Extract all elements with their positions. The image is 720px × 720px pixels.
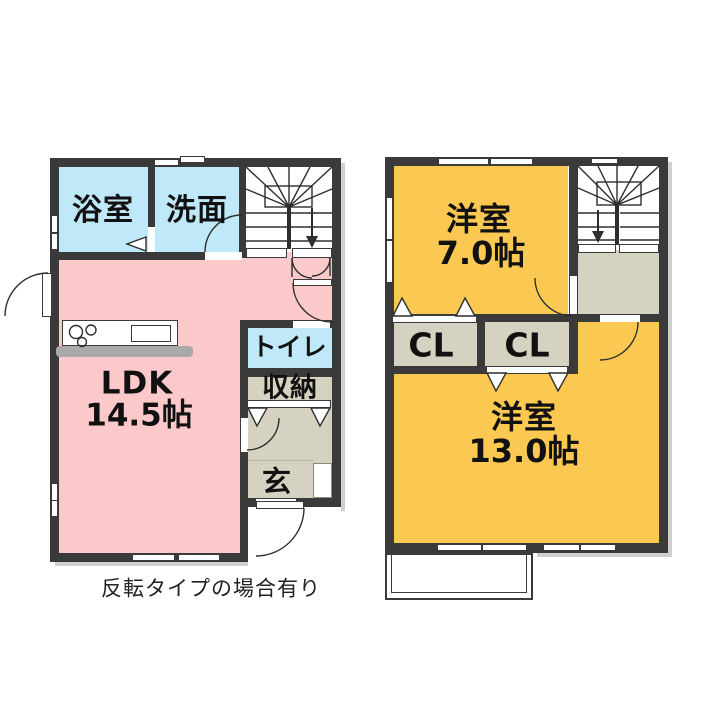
floor1-wall-right	[332, 158, 341, 507]
room7-size-label: 7.0帖	[436, 234, 526, 272]
closet-1	[394, 322, 477, 366]
wall-toprow-bottom	[59, 252, 205, 260]
bath-label: 浴室	[72, 193, 134, 228]
storage-opening-strip	[247, 400, 331, 408]
wall-bath-washroom	[148, 167, 155, 258]
stairs1-landing-right	[292, 248, 332, 258]
floor1-wall-left	[50, 158, 59, 562]
closet1-opening-strip	[392, 315, 477, 323]
stairs2-landing-right	[619, 244, 659, 253]
kitchen-backdoor-leaf	[42, 273, 52, 317]
room7-name-label: 洋室	[445, 200, 513, 238]
window-room13-bottom-2	[482, 544, 527, 551]
caption-text: 反転タイプの場合有り	[101, 576, 321, 601]
window-room7-top-2	[490, 158, 533, 165]
room13-name-label: 洋室	[490, 398, 558, 436]
window-room7-left-1	[386, 197, 393, 240]
closet2-opening-strip	[486, 366, 568, 374]
window-room13-bottom-1	[437, 544, 482, 551]
window-room13-bottom-4	[580, 544, 616, 551]
front-door-leaf	[256, 501, 304, 509]
window-washroom-top-1	[154, 159, 179, 166]
window-bath-left-1	[51, 215, 58, 233]
floor2-shadow-right	[668, 162, 672, 557]
room-western13	[394, 374, 659, 543]
opening-toilet-door	[293, 321, 330, 328]
room13-size-label: 13.0帖	[468, 432, 580, 470]
window-ldk-bottom-1	[132, 554, 175, 561]
balcony-inner-line	[391, 553, 527, 593]
hall-floor2	[578, 250, 659, 314]
room-toilet	[248, 328, 332, 368]
wall-mid-horizontal	[394, 314, 668, 322]
window-bath-left-2	[51, 233, 58, 250]
toilet-label: トイレ	[251, 332, 327, 362]
opening-hall-door	[241, 418, 248, 452]
stairs1-landing-left	[246, 248, 287, 258]
kitchen-counter-bar	[56, 346, 193, 357]
window-room7-top-1	[438, 158, 489, 165]
wall-toilet-top	[248, 320, 332, 328]
floor2-wall-left	[385, 157, 394, 553]
entrance-porch	[248, 507, 341, 562]
window-room13-bottom-3	[543, 544, 580, 551]
floor1-shadow-bottom	[55, 562, 248, 566]
room-storage	[247, 377, 332, 400]
window-room7-left-2	[386, 240, 393, 283]
opening-hall-room13-door	[600, 315, 640, 322]
floor2-shadow-bottom	[537, 553, 668, 557]
stairs2-landing-left	[578, 244, 616, 253]
wall-room7-stairs	[569, 166, 578, 374]
wall-toilet-storage	[247, 368, 332, 377]
stairwell-floor1	[246, 167, 332, 258]
storage-label: 収納	[262, 372, 318, 404]
wall-washroom-stairs	[239, 167, 246, 258]
stairwell-floor2	[578, 166, 659, 250]
window-ldk-left-1	[51, 483, 58, 501]
room-western13-upper	[578, 322, 659, 374]
window-washroom-top-2	[180, 156, 205, 163]
window-stairs2-top	[591, 158, 618, 164]
opening-room7-door	[570, 276, 577, 314]
entrance-step	[313, 463, 332, 498]
floor1-shadow-right	[341, 163, 345, 511]
entrance-label: 玄	[261, 464, 293, 499]
closet2-label: CL	[504, 325, 550, 365]
toilet-door-leaf	[293, 279, 332, 286]
ldk-name-label: LDK	[100, 365, 174, 402]
ldk-size-label: 14.5帖	[85, 397, 193, 434]
kitchen-sink	[131, 325, 171, 342]
floor2-wall-right	[659, 157, 668, 553]
closet1-label: CL	[408, 325, 454, 365]
opening-washroom-door	[205, 252, 242, 260]
washroom-label: 洗面	[166, 193, 228, 228]
entrance-step-line	[247, 460, 313, 461]
window-ldk-left-2	[51, 500, 58, 517]
window-ldk-bottom-2	[178, 554, 220, 561]
closet-2	[485, 322, 570, 366]
wall-closet-divider	[477, 314, 485, 374]
opening-bath-washroom	[148, 227, 155, 252]
